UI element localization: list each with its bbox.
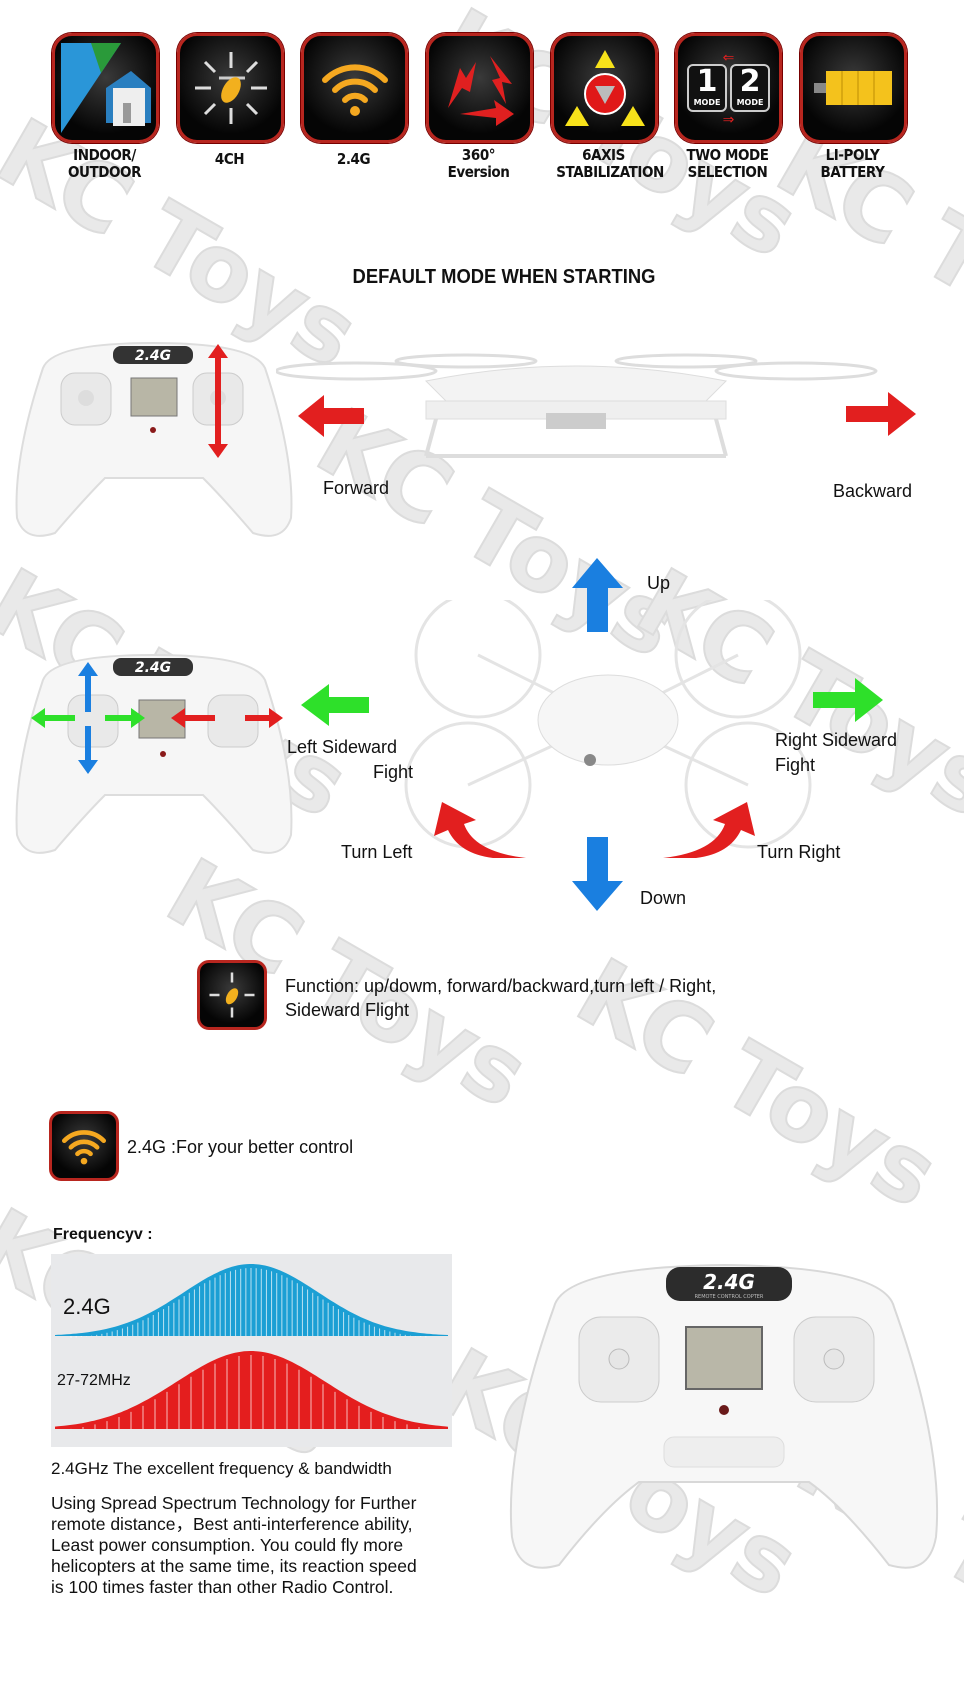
- label-right-sideward: Right Sideward: [775, 730, 898, 750]
- controller-all-directions: 2.4G: [15, 653, 293, 854]
- arrow-up-icon: [572, 558, 623, 632]
- up-down-arrow-icon: [78, 662, 98, 774]
- drone-side-view: [276, 353, 878, 458]
- arrow-left-icon: ⇐: [722, 49, 735, 65]
- frequency-graph: 2.4G 27-72MHz: [51, 1254, 452, 1447]
- controller-badge: 2.4G: [135, 660, 171, 676]
- function-text: Function: up/dowm, forward/backward,turn…: [285, 974, 716, 1022]
- triangles-icon: [551, 33, 658, 143]
- label-2-4g-band: 2.4G: [63, 1294, 111, 1319]
- label-left-sideward: Left Sideward: [287, 737, 398, 757]
- mode-2: 2: [739, 64, 761, 99]
- left-right-green-arrow-icon: [31, 708, 145, 728]
- bandwidth-title: 2.4GHz The excellent frequency & bandwid…: [51, 1459, 392, 1478]
- feature-indoor-outdoor: INDOOR/OUTDOOR: [52, 33, 159, 181]
- helicopter-4ch-icon: [197, 960, 267, 1030]
- function-text-line: Sideward Flight: [285, 1000, 410, 1020]
- feature-4ch: 4CH: [177, 33, 284, 168]
- controller-large: 2.4G REMOTE CONTROL COPTER: [509, 1263, 939, 1569]
- arrow-backward-icon: [846, 392, 916, 436]
- description-line: is 100 times faster than other Radio Con…: [51, 1577, 394, 1597]
- label-forward: Forward: [323, 478, 390, 498]
- mode-word: MODE: [693, 98, 721, 107]
- wifi-signal-icon: [301, 33, 408, 143]
- label-left-sideward-2: Fight: [373, 762, 414, 782]
- description-line: remote distance，Best anti-interference a…: [51, 1514, 413, 1534]
- feature-label: LI-POLY: [825, 146, 880, 164]
- up-down-arrow-icon: [208, 344, 228, 458]
- description-line: helicopters at the same time, its reacti…: [51, 1556, 417, 1576]
- drone-top-view: [404, 600, 812, 849]
- feature-label: Eversion: [447, 163, 510, 181]
- function-text-line: Function: up/dowm, forward/backward,turn…: [285, 976, 717, 996]
- mode-word: MODE: [736, 98, 764, 107]
- battery-icon: [800, 33, 907, 143]
- control-text: 2.4G :For your better control: [127, 1137, 354, 1157]
- label-right-sideward-2: Fight: [775, 755, 816, 775]
- feature-label: STABILIZATION: [556, 163, 664, 181]
- arrow-right-icon: ⇒: [722, 111, 735, 127]
- rotate-arrows-icon: [426, 33, 533, 143]
- section-title: DEFAULT MODE WHEN STARTING: [352, 266, 656, 288]
- controller-badge: 2.4G: [703, 1270, 755, 1294]
- feature-label: OUTDOOR: [67, 163, 142, 181]
- label-backward: Backward: [833, 481, 913, 501]
- arrow-right-sideward-icon: [813, 678, 883, 722]
- feature-label: TWO MODE: [686, 146, 769, 164]
- feature-label: INDOOR/: [73, 146, 136, 164]
- arrow-forward-icon: [298, 395, 364, 437]
- controller-badge: 2.4G: [135, 348, 171, 364]
- label-turn-right: Turn Right: [757, 842, 841, 862]
- label-27-72mhz-band: 27-72MHz: [57, 1372, 131, 1389]
- description-line: Using Spread Spectrum Technology for Fur…: [51, 1493, 417, 1513]
- frequency-curves: [55, 1264, 448, 1429]
- indoor-outdoor-icon: [52, 33, 159, 143]
- mode-1: 1: [696, 64, 718, 99]
- feature-360-eversion: 360°Eversion: [426, 33, 533, 181]
- label-down: Down: [640, 888, 687, 908]
- feature-label: 360°: [461, 146, 496, 164]
- feature-label: SELECTION: [687, 163, 768, 181]
- helicopter-4ch-icon: [177, 33, 284, 143]
- arrow-left-sideward-icon: [301, 684, 369, 726]
- feature-label: 2.4G: [336, 150, 371, 168]
- feature-label: BATTERY: [820, 163, 885, 181]
- wifi-signal-icon: [49, 1111, 119, 1181]
- arrow-turn-left-icon: [434, 802, 526, 858]
- left-right-red-arrow-icon: [171, 708, 283, 728]
- feature-label: 4CH: [214, 150, 245, 168]
- label-up: Up: [647, 573, 671, 593]
- feature-2-4g: 2.4G: [301, 33, 408, 168]
- feature-label: 6AXIS: [582, 146, 625, 164]
- arrow-turn-right-icon: [663, 802, 755, 858]
- label-turn-left: Turn Left: [341, 842, 413, 862]
- description-line: Least power consumption. You could fly m…: [51, 1535, 404, 1555]
- arrow-down-icon: [572, 837, 623, 911]
- frequency-title: Frequencyv :: [53, 1226, 153, 1243]
- controller-forward-backward: 2.4G: [15, 341, 293, 537]
- description: Using Spread Spectrum Technology for Fur…: [51, 1493, 417, 1598]
- controller-subtitle: REMOTE CONTROL COPTER: [695, 1294, 764, 1300]
